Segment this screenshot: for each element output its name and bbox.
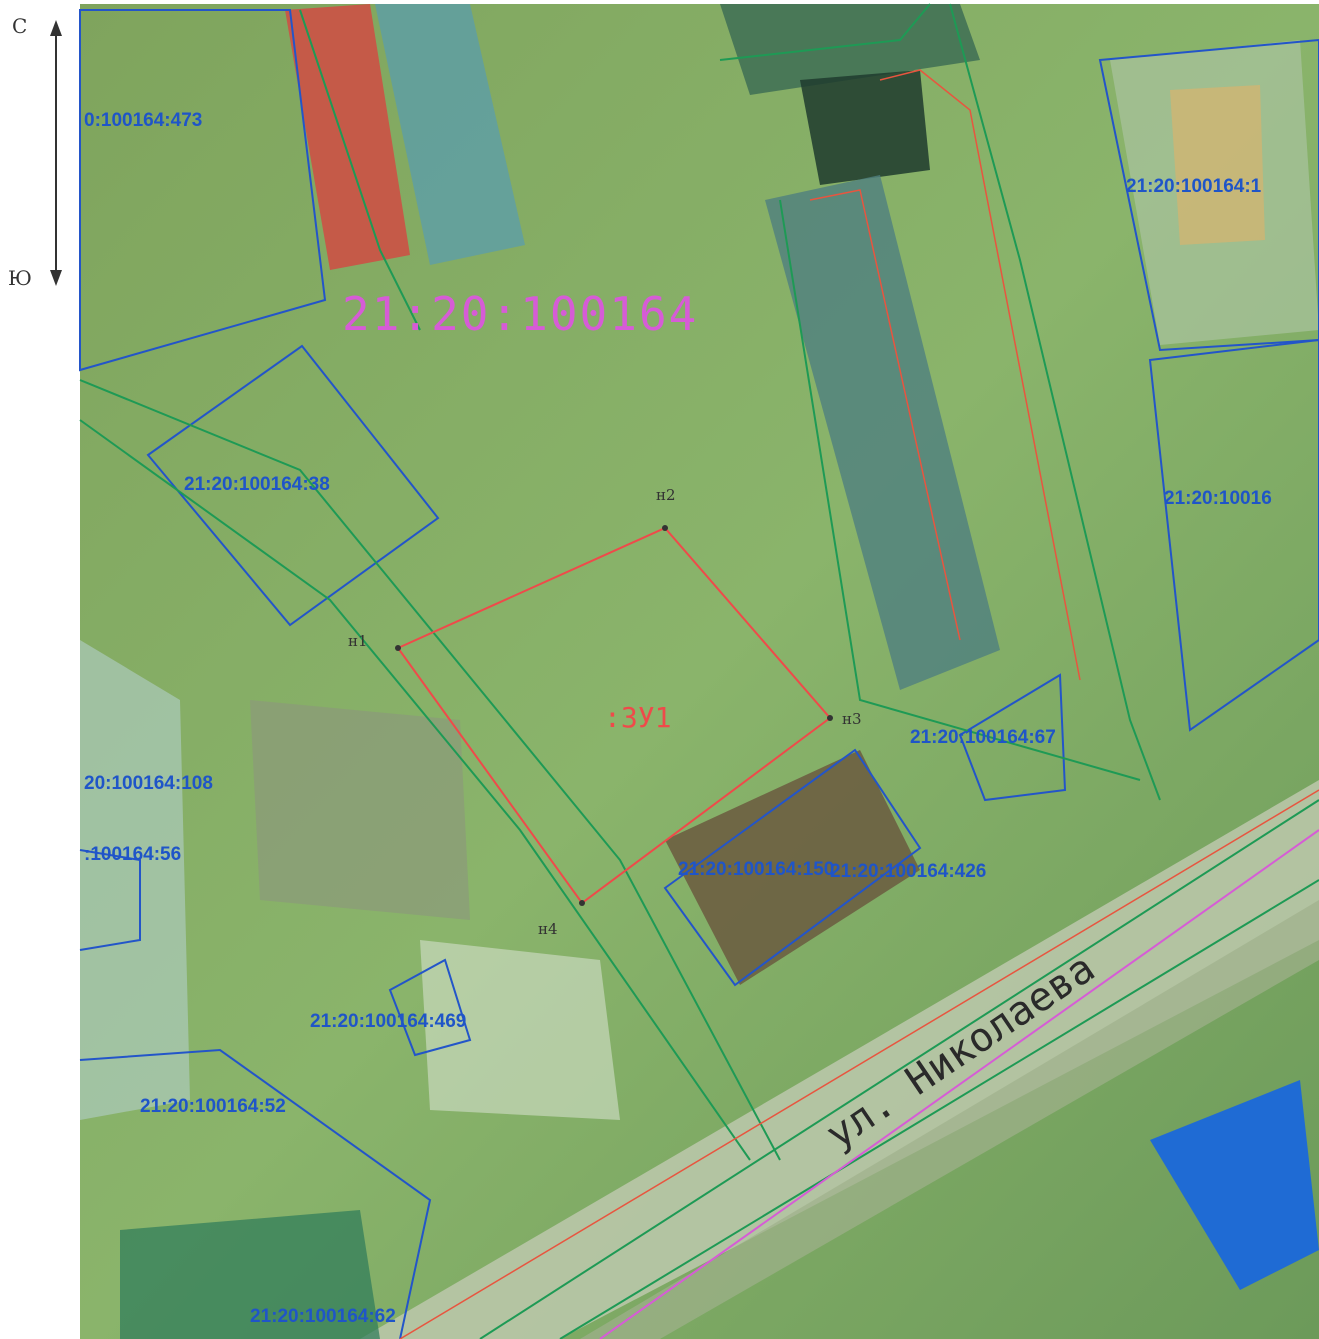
quarter-number: 21:20:100164 — [342, 287, 698, 341]
parcel-boundary-38 — [146, 344, 440, 627]
point-n3-marker — [827, 715, 833, 721]
compass-south-label: Ю — [8, 266, 32, 290]
parcel-label-473: 0:100164:473 — [84, 110, 202, 131]
point-n2-marker — [662, 525, 668, 531]
parcel-boundary-52 — [79, 1048, 432, 1339]
point-n1-marker — [395, 645, 401, 651]
parcel-boundaries — [79, 9, 1319, 1339]
parcel-label-62: 21:20:100164:62 — [250, 1306, 396, 1327]
point-n1-label: н1 — [348, 632, 368, 650]
parcel-label-426: 21:20:100164:426 — [830, 861, 986, 882]
new-parcel-label: :ЗУ1 — [604, 701, 671, 734]
parcel-labels: 0:100164:473 21:20:100164:1 21:20:100164… — [84, 110, 1272, 1327]
aerial-imagery — [80, 4, 1319, 1339]
point-n4-marker — [579, 900, 585, 906]
parcel-boundary-469 — [388, 958, 472, 1057]
parcel-label-1: 21:20:100164:1 — [1126, 176, 1262, 197]
point-n2-label: н2 — [656, 486, 676, 504]
parcel-label-52: 21:20:100164:52 — [140, 1096, 286, 1117]
red-boundaries — [399, 69, 1319, 1339]
quarter-boundary-line — [599, 829, 1319, 1339]
parcel-label-38: 21:20:100164:38 — [184, 474, 330, 495]
parcel-boundary-473 — [79, 9, 327, 372]
parcel-label-150: 21:20:100164:150 — [678, 859, 834, 880]
point-n4-label: н4 — [538, 920, 558, 938]
parcel-boundary-67 — [958, 673, 1067, 802]
parcel-label-right: 21:20:10016 — [1164, 488, 1272, 509]
parcel-label-67: 21:20:100164:67 — [910, 727, 1056, 748]
parcel-label-108: 20:100164:108 — [84, 773, 213, 794]
point-n3-label: н3 — [842, 710, 862, 728]
parcel-boundary-150 — [663, 748, 922, 987]
compass-north-label: С — [12, 14, 28, 38]
compass-arrow-icon — [50, 20, 62, 286]
parcel-boundary-right — [1148, 338, 1319, 732]
zone-boundaries — [79, 3, 1319, 1339]
parcel-boundary-left — [79, 849, 141, 951]
parcel-label-469: 21:20:100164:469 — [310, 1011, 466, 1032]
parcel-label-56: :100164:56 — [84, 844, 181, 865]
parcel-boundary-1 — [1098, 38, 1319, 352]
